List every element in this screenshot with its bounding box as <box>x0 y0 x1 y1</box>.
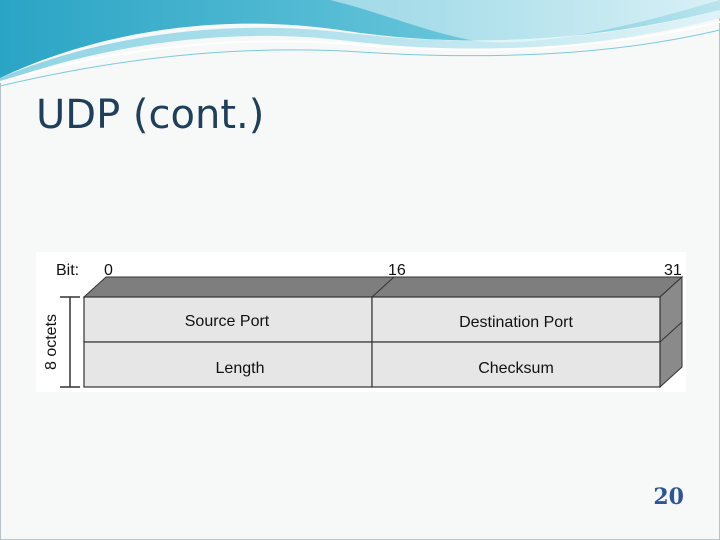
bit-tick-31: 31 <box>664 262 682 279</box>
bit-tick-0: 0 <box>104 262 113 279</box>
page-number: 20 <box>653 484 684 510</box>
field-length: Length <box>216 360 265 377</box>
field-source-port: Source Port <box>185 313 270 330</box>
field-destination-port: Destination Port <box>459 314 573 331</box>
field-checksum: Checksum <box>478 360 554 377</box>
octets-label: 8 octets <box>43 314 60 370</box>
bit-label: Bit: <box>56 262 79 279</box>
bit-tick-16: 16 <box>388 262 406 279</box>
